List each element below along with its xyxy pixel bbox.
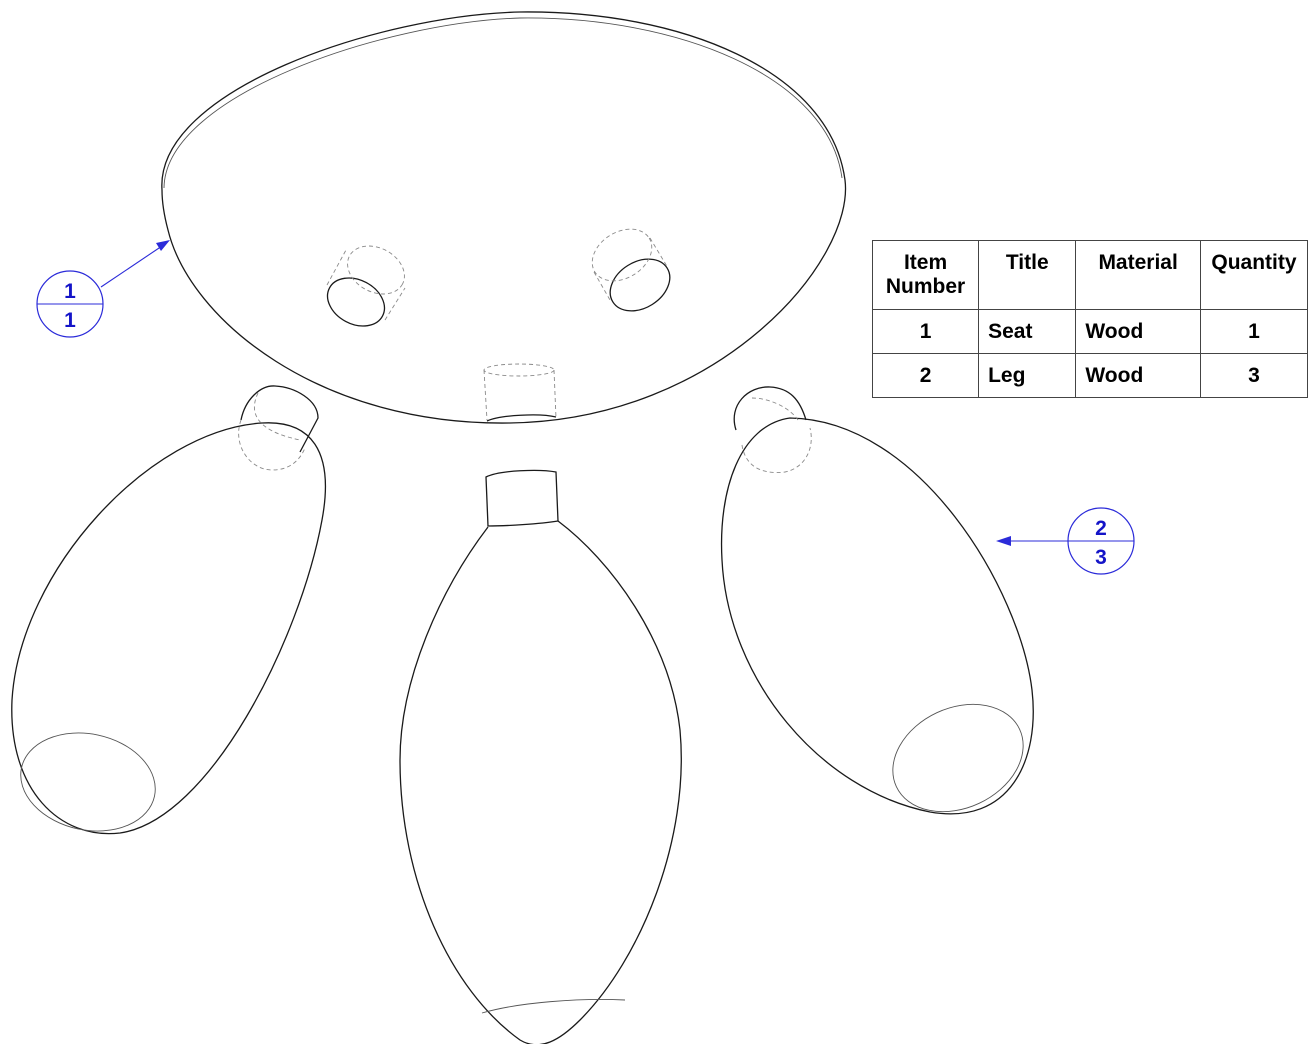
balloon-1-item: 1: [64, 280, 76, 303]
bom-cell-title: Leg: [978, 353, 1077, 398]
bom-header-quantity: Quantity: [1199, 240, 1308, 310]
seat-socket-right-hidden: [591, 228, 653, 282]
balloon-2-quantity: 3: [1095, 546, 1107, 569]
leader-line-1: [100, 243, 166, 288]
leg-center-outline: [399, 520, 682, 1044]
bill-of-materials-table: Item Number Title Material Quantity 1 Se…: [871, 240, 1308, 398]
bom-row: 1 Seat Wood 1: [871, 309, 1308, 354]
bom-header-material: Material: [1075, 240, 1201, 310]
balloon-1-quantity: 1: [64, 309, 76, 332]
seat-outline: [161, 11, 847, 424]
bom-cell-item: 1: [871, 309, 980, 354]
seat-part: [161, 11, 847, 424]
seat-top-edge: [163, 17, 843, 189]
leader-arrowhead-2: [996, 536, 1011, 546]
balloon-callout-1: 1 1: [36, 240, 170, 338]
leg-center: [399, 469, 682, 1044]
bom-row: 2 Leg Wood 3: [871, 353, 1308, 398]
leg-left: [11, 385, 327, 835]
balloon-2-item: 2: [1095, 517, 1107, 540]
leg-right-outline: [720, 417, 1034, 815]
leader-arrowhead-1: [156, 240, 170, 251]
bom-cell-quantity: 1: [1199, 309, 1308, 354]
balloon-callout-2: 2 3: [996, 507, 1135, 575]
bom-cell-quantity: 3: [1199, 353, 1308, 398]
leg-right: [720, 386, 1034, 815]
seat-socket-left-hidden: [347, 245, 405, 295]
bom-header-row: Item Number Title Material Quantity: [871, 240, 1308, 310]
bom-header-item-number: Item Number: [871, 240, 980, 310]
leg-left-outline: [11, 422, 327, 835]
seat-socket-right: [609, 258, 671, 312]
bom-cell-material: Wood: [1075, 309, 1201, 354]
bom-cell-item: 2: [871, 353, 980, 398]
bom-cell-title: Seat: [978, 309, 1077, 354]
bom-cell-material: Wood: [1075, 353, 1201, 398]
bom-header-title: Title: [978, 240, 1077, 310]
seat-socket-left: [326, 277, 386, 327]
